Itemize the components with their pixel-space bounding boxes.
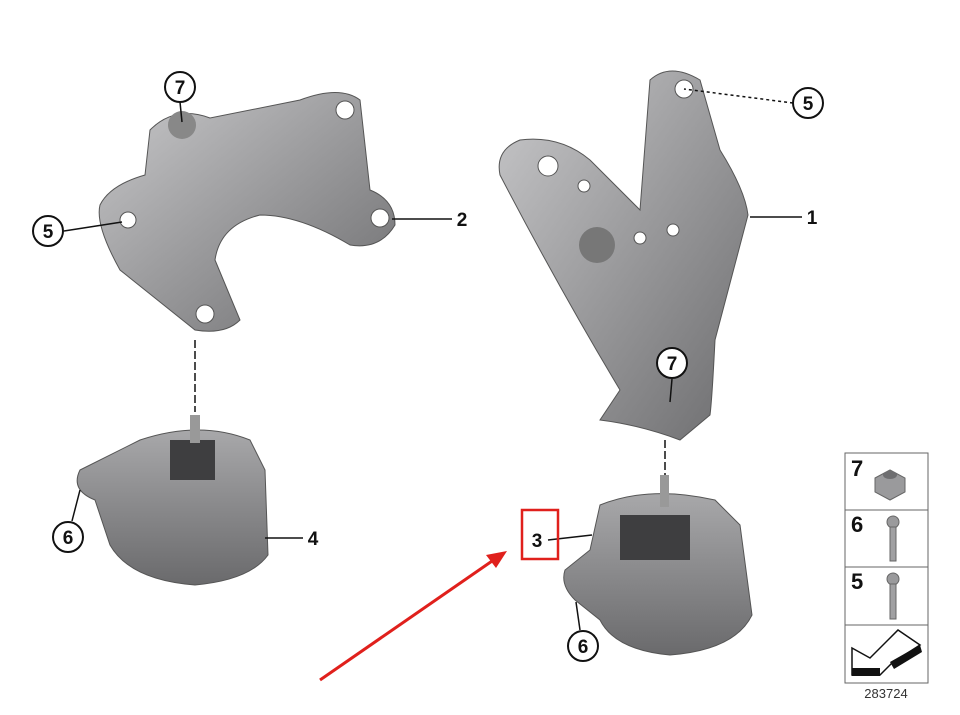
left-engine-mount[interactable] (76, 415, 269, 586)
svg-text:5: 5 (43, 222, 54, 243)
arrow-icon (851, 629, 922, 676)
red-arrow-icon (319, 551, 507, 682)
flange-nut-icon (874, 469, 906, 501)
svg-text:6: 6 (63, 528, 74, 549)
diagram-code: 283724 (864, 686, 907, 701)
part-label-2: 2 (457, 210, 468, 231)
svg-text:5: 5 (803, 94, 814, 115)
svg-text:7: 7 (175, 78, 186, 99)
right-engine-bracket[interactable] (498, 70, 749, 441)
bolt-icon (886, 515, 900, 562)
callout-5-right: 5 (792, 87, 824, 119)
legend-number-7: 7 (851, 456, 863, 481)
part-label-4: 4 (308, 529, 319, 550)
callout-7-right: 7 (656, 347, 688, 379)
part-label-1: 1 (807, 208, 818, 229)
right-engine-mount[interactable] (563, 475, 753, 656)
leader-lines (63, 88, 802, 631)
legend-number-5: 5 (851, 569, 863, 594)
svg-text:6: 6 (578, 637, 589, 658)
left-engine-bracket[interactable] (98, 92, 396, 332)
bolt-icon (886, 572, 900, 620)
callout-6-right: 6 (567, 630, 599, 662)
legend-number-6: 6 (851, 512, 863, 537)
svg-text:7: 7 (667, 354, 678, 375)
callout-7-left-top: 7 (164, 71, 196, 103)
hardware-legend: 7 6 5 283724 (844, 452, 929, 701)
highlight-box (520, 508, 560, 561)
part-label-3: 3 (532, 531, 543, 552)
callout-5-left: 5 (32, 215, 64, 247)
callout-6-left: 6 (52, 521, 84, 553)
